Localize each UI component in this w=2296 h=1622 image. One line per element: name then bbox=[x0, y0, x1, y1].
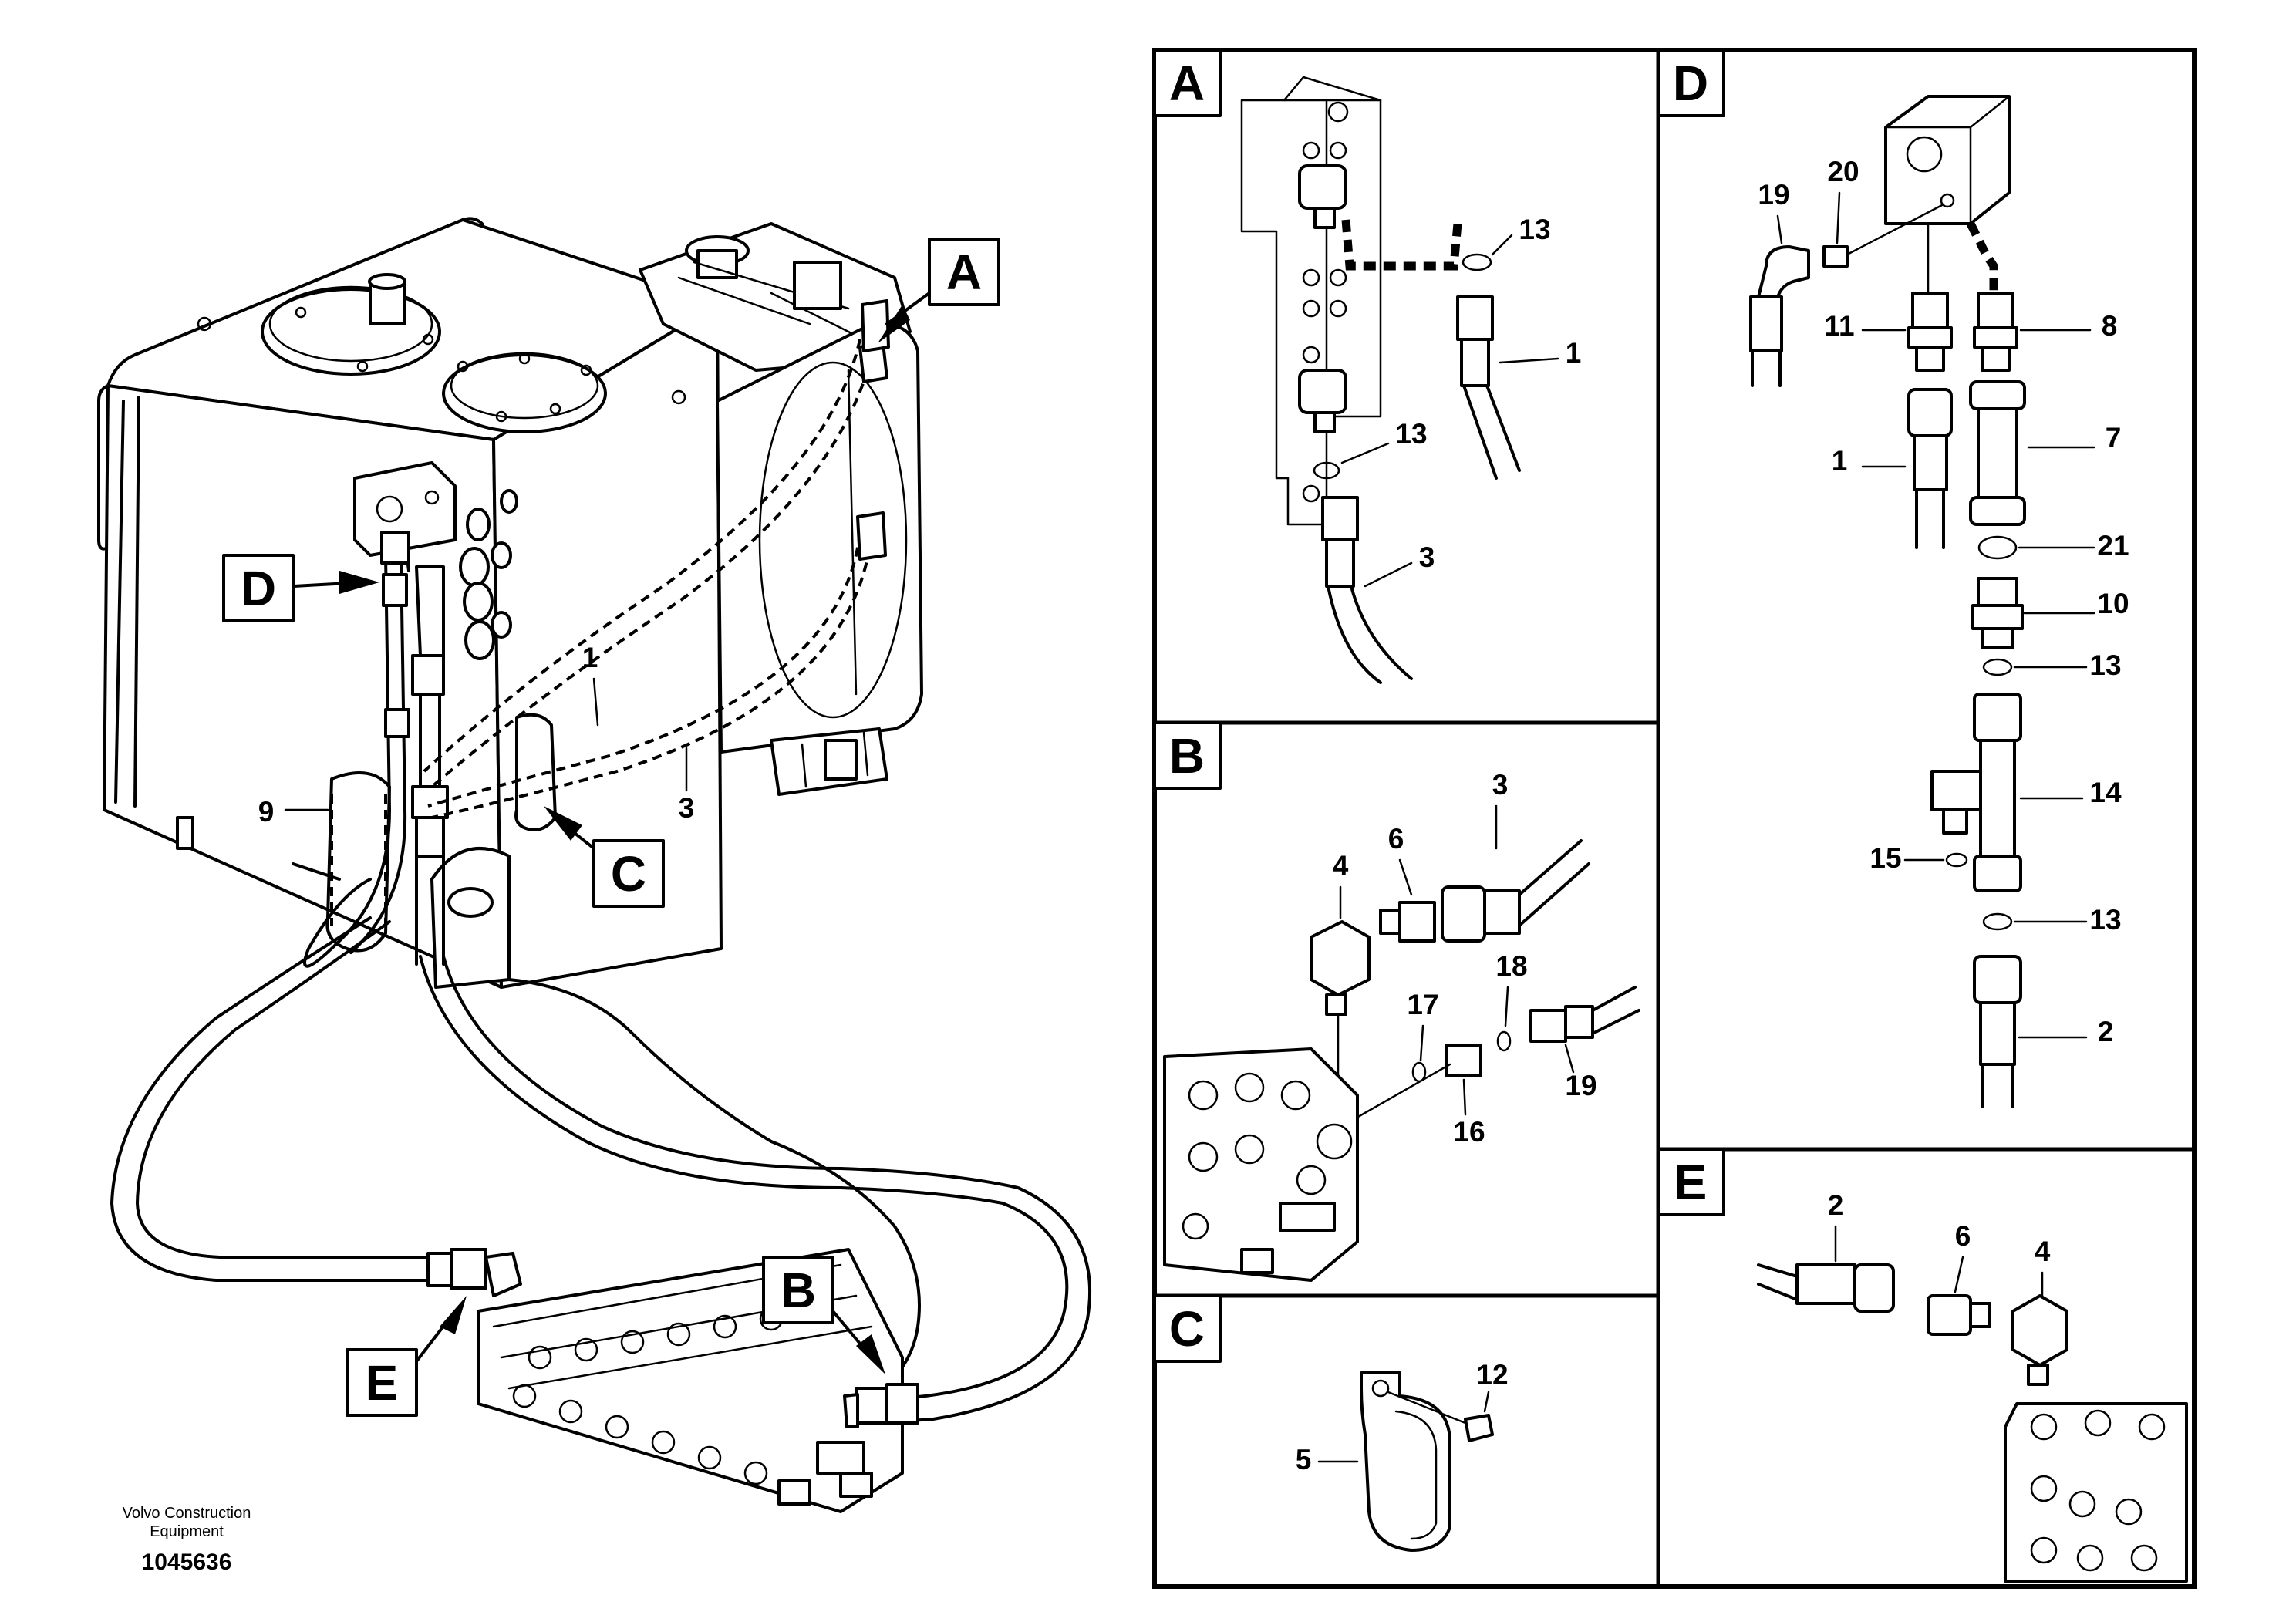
svg-text:B: B bbox=[781, 1263, 816, 1318]
svg-text:8: 8 bbox=[2102, 310, 2118, 342]
panel-c: C 12 5 bbox=[1153, 1294, 1509, 1552]
svg-text:19: 19 bbox=[1565, 1070, 1596, 1101]
company-name: Volvo Construction bbox=[123, 1505, 251, 1522]
callout-b: B bbox=[762, 1256, 885, 1374]
svg-text:A: A bbox=[946, 244, 982, 300]
panel-e: E 2 6 4 bbox=[1657, 1148, 2188, 1583]
svg-text:20: 20 bbox=[1827, 156, 1859, 187]
svg-text:E: E bbox=[366, 1355, 399, 1411]
svg-text:18: 18 bbox=[1495, 950, 1527, 982]
svg-text:14: 14 bbox=[2089, 777, 2122, 808]
svg-text:3: 3 bbox=[1419, 541, 1435, 573]
label-1: 1 bbox=[582, 642, 598, 673]
svg-text:13: 13 bbox=[1519, 214, 1550, 245]
svg-text:4: 4 bbox=[2035, 1236, 2051, 1267]
svg-text:6: 6 bbox=[1388, 823, 1404, 855]
svg-text:C: C bbox=[1169, 1301, 1205, 1357]
svg-text:D: D bbox=[241, 561, 276, 616]
panel-d: D 19 20 11 8 1 bbox=[1657, 49, 2129, 1108]
panel-a: A 13 1 13 3 bbox=[1153, 49, 1582, 684]
panel-b: B 4 6 3 18 17 16 19 bbox=[1153, 721, 1640, 1282]
label-3: 3 bbox=[679, 792, 695, 824]
svg-text:10: 10 bbox=[2097, 588, 2129, 619]
svg-text:13: 13 bbox=[2089, 904, 2121, 936]
svg-text:A: A bbox=[1169, 56, 1205, 111]
svg-text:19: 19 bbox=[1758, 179, 1789, 211]
hose-3-dashed bbox=[431, 531, 873, 819]
svg-text:13: 13 bbox=[2089, 649, 2121, 681]
radiator bbox=[716, 322, 923, 754]
svg-text:E: E bbox=[1674, 1155, 1708, 1210]
svg-text:D: D bbox=[1673, 56, 1708, 111]
hose-d-1 bbox=[303, 554, 391, 968]
callout-a: A bbox=[878, 238, 1000, 343]
svg-text:2: 2 bbox=[2098, 1016, 2114, 1047]
label-9: 9 bbox=[258, 796, 275, 828]
svg-text:1: 1 bbox=[1566, 337, 1582, 369]
svg-text:7: 7 bbox=[2106, 422, 2122, 454]
svg-text:5: 5 bbox=[1296, 1444, 1312, 1475]
svg-text:4: 4 bbox=[1333, 850, 1349, 882]
svg-text:C: C bbox=[611, 846, 646, 902]
svg-text:2: 2 bbox=[1828, 1189, 1844, 1221]
clamp-9 bbox=[325, 771, 391, 953]
company-name-line2: Equipment bbox=[150, 1523, 224, 1540]
callout-c: C bbox=[544, 806, 665, 908]
drawing-number: 1045636 bbox=[142, 1549, 232, 1575]
hose-loop-left bbox=[110, 916, 433, 1282]
svg-text:17: 17 bbox=[1407, 989, 1438, 1020]
hose-loop-right bbox=[419, 955, 1069, 1399]
clamp-c bbox=[514, 713, 557, 831]
svg-text:21: 21 bbox=[2097, 530, 2129, 561]
main-view: A D C B E 1 3 bbox=[97, 217, 1091, 1575]
port-block bbox=[353, 461, 457, 557]
svg-text:12: 12 bbox=[1476, 1359, 1508, 1391]
svg-text:15: 15 bbox=[1870, 842, 1901, 874]
svg-text:13: 13 bbox=[1395, 418, 1427, 450]
svg-text:B: B bbox=[1169, 728, 1205, 784]
callout-d: D bbox=[222, 554, 379, 622]
svg-text:1: 1 bbox=[1832, 445, 1848, 477]
svg-text:11: 11 bbox=[1824, 310, 1854, 342]
callout-e: E bbox=[346, 1296, 467, 1417]
hose-1-dashed bbox=[430, 339, 877, 788]
svg-text:3: 3 bbox=[1492, 769, 1509, 801]
svg-text:6: 6 bbox=[1955, 1220, 1971, 1252]
control-valve bbox=[477, 1248, 904, 1513]
svg-text:16: 16 bbox=[1453, 1116, 1485, 1148]
